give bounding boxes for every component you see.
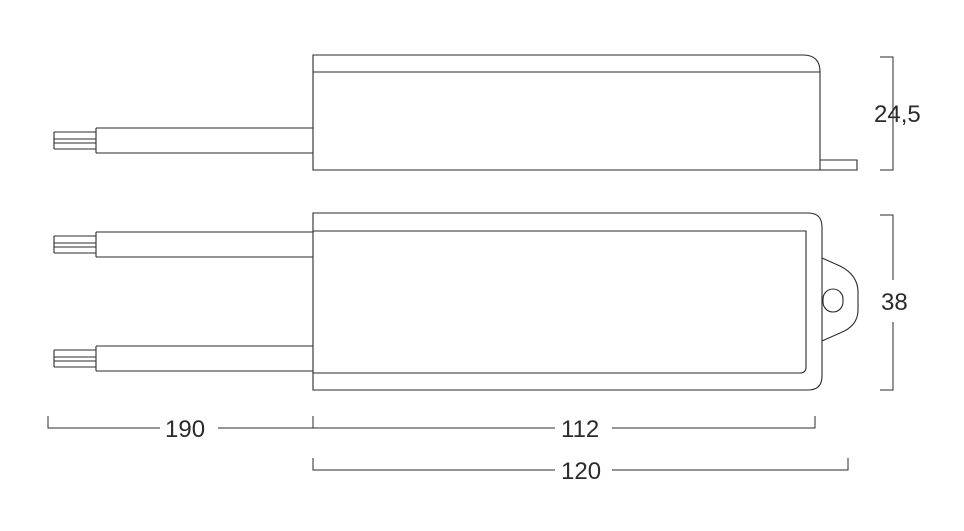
- top-view-cable-lower: [53, 345, 313, 372]
- dimension-cable-length: 190: [47, 416, 313, 443]
- dimension-body-length-label: 112: [561, 416, 599, 443]
- side-view-housing: [312, 54, 821, 171]
- top-view-housing: [312, 212, 823, 391]
- dimension-width: 38: [880, 214, 908, 391]
- dimension-height: 24,5: [874, 56, 921, 171]
- dimension-overall-length: 120: [312, 458, 849, 485]
- dimension-body-length: 112: [312, 416, 816, 443]
- top-view-cable-upper: [53, 231, 313, 258]
- mounting-hole: [822, 288, 844, 313]
- top-view-mounting-lug: [821, 257, 859, 342]
- side-view-cable: [53, 127, 313, 154]
- dimension-overall-length-label: 120: [561, 458, 601, 485]
- side-view: [53, 54, 858, 171]
- top-view-inner-outline: [313, 230, 807, 374]
- dimension-height-label: 24,5: [874, 101, 921, 128]
- dimension-cable-length-label: 190: [165, 416, 205, 443]
- side-view-mounting-tab: [820, 159, 858, 171]
- top-view: [53, 212, 859, 391]
- dimension-width-label: 38: [881, 289, 908, 316]
